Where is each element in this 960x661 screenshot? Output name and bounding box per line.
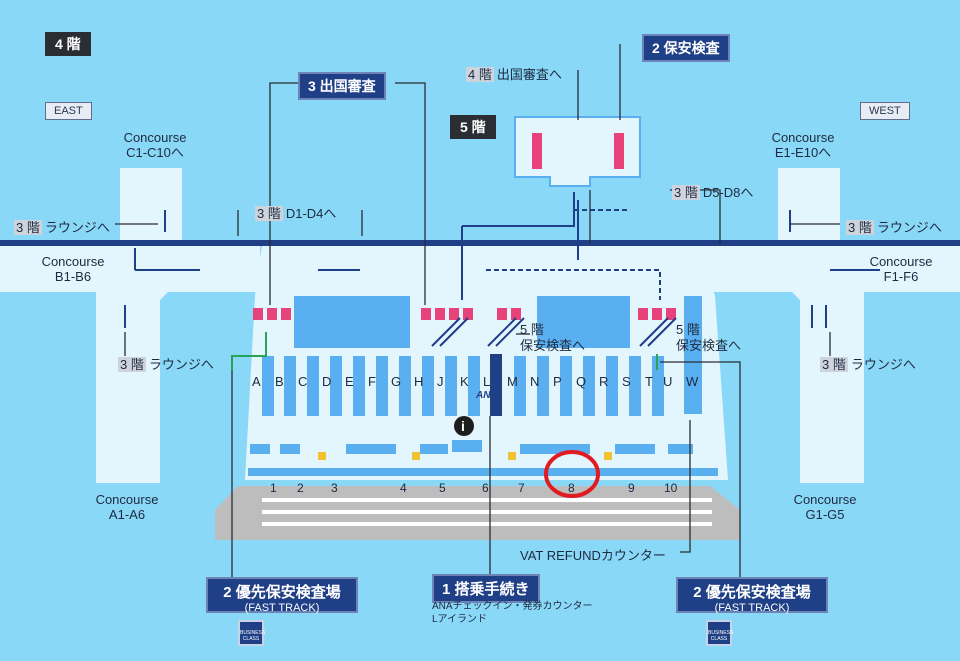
concourse-e: Concourse E1-E10へ (771, 130, 835, 160)
floor5-label: 5 階 (450, 115, 496, 139)
hall-block-w (684, 296, 702, 414)
gate-number: 1 (270, 481, 277, 495)
security-gate (532, 133, 542, 169)
counter-letter: S (622, 374, 631, 389)
immigration-4f-label: 4 階出国審査へ (466, 67, 562, 82)
ana-island (490, 354, 502, 416)
hall-block-left (294, 296, 410, 348)
counter-letter: T (645, 374, 653, 389)
checkin-islands (262, 356, 664, 416)
security-5f-right: 5 階保安検査へ (676, 322, 742, 353)
leader-lines (115, 44, 840, 580)
lounge-label-sw: 3 階ラウンジへ (820, 357, 916, 372)
counter-letter: L (483, 374, 491, 389)
counter-letter: G (391, 374, 402, 389)
counter-letter: D (322, 374, 332, 389)
security-gates (253, 308, 676, 320)
counter-letter: N (530, 374, 540, 389)
business-class-badge-left: BUSINESS CLASS (238, 620, 265, 646)
counter-letter: E (345, 374, 354, 389)
counter-letter: J (437, 374, 444, 389)
gate-number: 6 (482, 481, 489, 495)
counter-letter: K (460, 374, 469, 389)
concourse-b: Concourse B1-B6 (41, 254, 105, 284)
info-icon (454, 416, 474, 436)
counter-letter: Q (576, 374, 587, 389)
west-label: WEST (860, 102, 910, 120)
concourse-c: Concourse C1-C10へ (123, 130, 187, 160)
counter-letter: W (686, 374, 699, 389)
highlight-circle (544, 450, 600, 498)
floor-edge-line (0, 240, 960, 246)
gate-number: 4 (400, 481, 407, 495)
east-band (0, 244, 260, 292)
priority-security-right: 2 優先保安検査場(FAST TRACK) (676, 577, 828, 614)
east-label: EAST (45, 102, 92, 120)
lounge-label-nw: 3 階ラウンジへ (846, 220, 942, 235)
security-tag: 2 保安検査 (642, 34, 730, 62)
luggage-icons (318, 452, 612, 460)
lower-counters (248, 440, 718, 476)
escalators (431, 317, 677, 347)
counter-letter: U (663, 374, 673, 389)
security-gate (614, 133, 624, 169)
gate-number: 7 (518, 481, 525, 495)
gate-number: 8 (568, 481, 575, 495)
checkin-tag: 1 搭乗手続き (432, 574, 540, 603)
concourse-a: Concourse A1-A6 (95, 492, 159, 522)
gate-number: 2 (297, 481, 304, 495)
counter-letter: P (553, 374, 562, 389)
priority-security-left: 2 優先保安検査場(FAST TRACK) (206, 577, 358, 614)
flow-arrows (124, 192, 880, 328)
counter-letter: M (507, 374, 518, 389)
west-band (700, 244, 960, 292)
counter-letter: A (252, 374, 261, 389)
gate-number: 10 (664, 481, 678, 495)
lounge-label-se: 3 階ラウンジへ (118, 357, 214, 372)
gate-number: 9 (628, 481, 635, 495)
fast-track-arrows (231, 332, 658, 370)
vat-refund-label: VAT REFUNDカウンター (520, 548, 666, 563)
hall-block-right (537, 296, 630, 348)
immigration-tag: 3 出国審査 (298, 72, 386, 100)
floor4-label: 4 階 (45, 32, 91, 56)
east-concourse (96, 168, 182, 483)
gate-number: 5 (439, 481, 446, 495)
info-icon-glyph: i (461, 418, 465, 434)
floor5-security-area (514, 116, 641, 187)
counter-letter: C (298, 374, 308, 389)
counter-letter: R (599, 374, 609, 389)
counter-letter: B (275, 374, 284, 389)
business-class-badge-right: BUSINESS CLASS (706, 620, 733, 646)
security-5f-left: 5 階保安検査へ (520, 322, 586, 353)
counter-letter: F (368, 374, 376, 389)
lounge-label-ne: 3 階ラウンジへ (14, 220, 110, 235)
concourse-f: Concourse F1-F6 (869, 254, 933, 284)
ana-logo: ANA (476, 390, 498, 401)
counter-letter: H (414, 374, 424, 389)
gate-number: 3 (331, 481, 338, 495)
concourse-g: Concourse G1-G5 (793, 492, 857, 522)
